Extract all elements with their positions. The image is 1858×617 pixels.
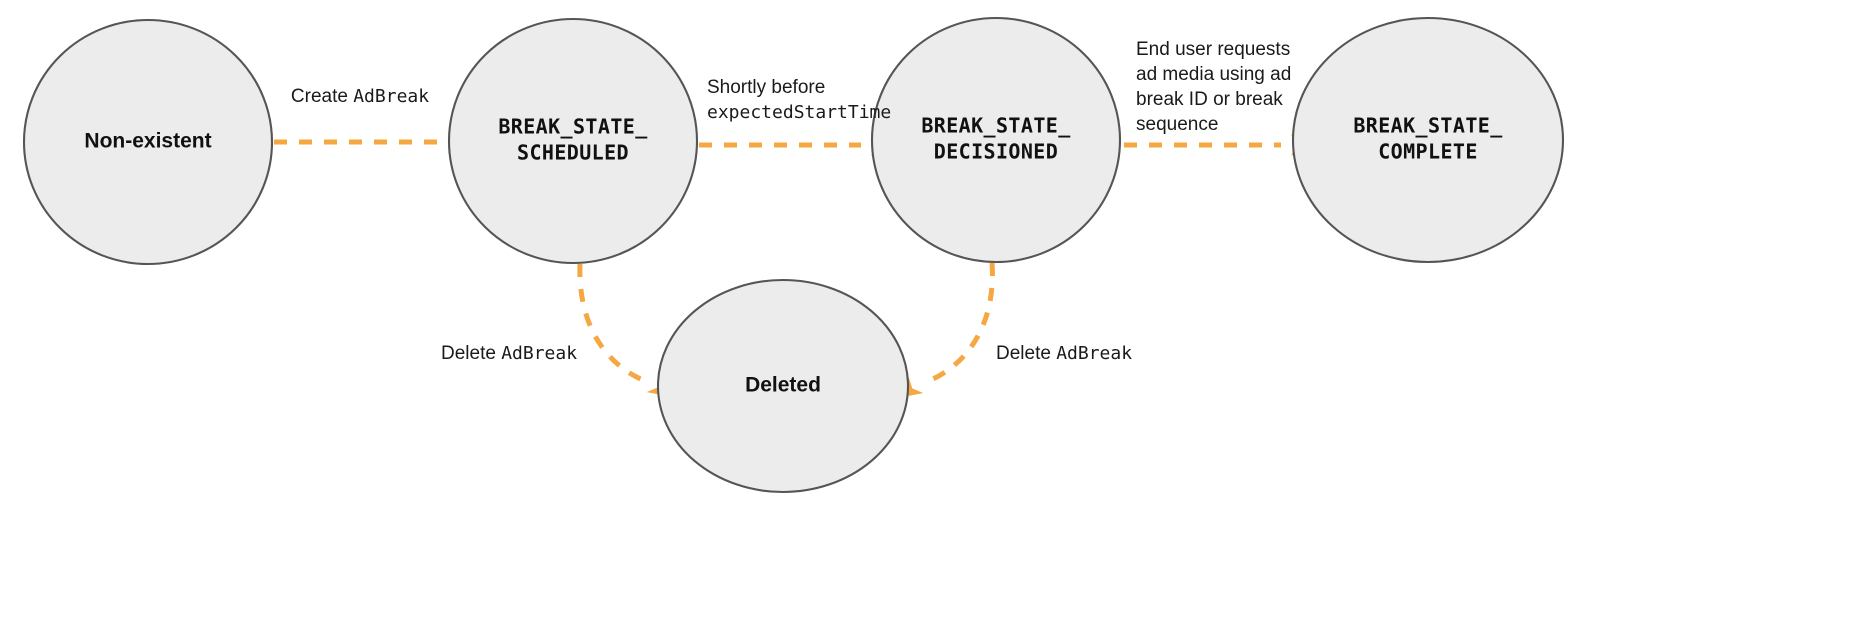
edge-label-run: sequence <box>1136 114 1218 135</box>
node-label-break-state-decisioned-line2: DECISIONED <box>934 140 1058 164</box>
edge-label-line: sequence <box>1136 114 1218 135</box>
edge-line-delete-adbreak-from-scheduled <box>577 263 646 384</box>
edge-label-run: AdBreak <box>1056 343 1132 364</box>
edge-line-delete-adbreak-from-decisioned <box>925 262 995 385</box>
edge-label-run: break ID or break <box>1136 89 1283 110</box>
edge-label-run: AdBreak <box>501 343 577 364</box>
node-break-state-decisioned[interactable]: BREAK_STATE_DECISIONED <box>870 16 1122 264</box>
edge-label-end-user-requests-ad-media: End user requests ad media using ad break … <box>1136 39 1291 135</box>
node-shape-break-state-scheduled[interactable] <box>447 17 699 265</box>
edge-create-adbreak <box>274 131 466 153</box>
edge-label-run: End user requests <box>1136 39 1290 60</box>
edge-label-shortly-before-expected-start-time: Shortly before expectedStartTime <box>707 77 891 123</box>
edge-labels-layer: Create AdBreak Shortly before expectedStar… <box>291 39 1291 364</box>
edge-label-line: break ID or break <box>1136 89 1283 110</box>
edge-label-line: Shortly before <box>707 77 825 98</box>
node-shape-non-existent[interactable] <box>22 18 274 266</box>
node-break-state-scheduled[interactable]: BREAK_STATE_SCHEDULED <box>447 17 699 265</box>
node-shape-deleted[interactable] <box>656 278 910 494</box>
edge-label-run: Shortly before <box>707 77 825 98</box>
node-label-break-state-scheduled-line2: SCHEDULED <box>517 141 629 165</box>
nodes-layer: Non-existentBREAK_STATE_SCHEDULEDBREAK_S… <box>22 16 1565 494</box>
node-label-break-state-scheduled: BREAK_STATE_ <box>498 115 648 139</box>
node-label-non-existent: Non-existent <box>84 130 211 153</box>
edge-label-delete-adbreak-from-decisioned: Delete AdBreak <box>996 343 1132 364</box>
edge-label-run: Delete <box>441 343 501 364</box>
node-label-break-state-complete: BREAK_STATE_ <box>1353 114 1503 138</box>
node-label-deleted: Deleted <box>745 374 821 397</box>
node-break-state-complete[interactable]: BREAK_STATE_COMPLETE <box>1291 16 1565 264</box>
edge-label-line: ad media using ad <box>1136 64 1291 85</box>
edge-label-line: Delete AdBreak <box>996 343 1132 364</box>
edge-label-run: expectedStartTime <box>707 102 891 123</box>
edge-label-line: End user requests <box>1136 39 1290 60</box>
edge-label-run: Delete <box>996 343 1056 364</box>
edge-delete-adbreak-from-decisioned <box>902 262 995 398</box>
edge-label-create-adbreak: Create AdBreak <box>291 86 429 107</box>
node-label-break-state-decisioned: BREAK_STATE_ <box>921 114 1071 138</box>
node-shape-break-state-decisioned[interactable] <box>870 16 1122 264</box>
edge-end-user-requests-ad-media <box>1124 134 1309 156</box>
edge-label-run: ad media using ad <box>1136 64 1291 85</box>
edge-label-run: AdBreak <box>353 86 429 107</box>
edge-label-line: Delete AdBreak <box>441 343 577 364</box>
node-non-existent[interactable]: Non-existent <box>22 18 274 266</box>
node-label-break-state-complete-line2: COMPLETE <box>1378 140 1478 164</box>
edge-label-delete-adbreak-from-scheduled: Delete AdBreak <box>441 343 577 364</box>
edge-label-line: expectedStartTime <box>707 102 891 123</box>
node-shape-break-state-complete[interactable] <box>1291 16 1565 264</box>
edge-label-line: Create AdBreak <box>291 86 429 107</box>
edge-shortly-before-expected-start-time <box>699 134 889 156</box>
node-deleted[interactable]: Deleted <box>656 278 910 494</box>
edge-label-run: Create <box>291 86 353 107</box>
